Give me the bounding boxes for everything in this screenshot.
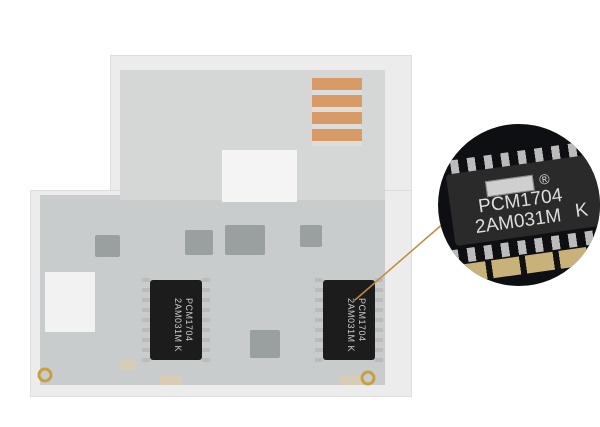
capacitor [160, 375, 182, 385]
component [185, 230, 213, 255]
connector-white [222, 150, 297, 202]
capacitor [340, 375, 362, 385]
registered-mark: ® [538, 170, 551, 188]
component [225, 225, 265, 255]
component [95, 235, 120, 257]
capacitor [120, 360, 136, 370]
component [300, 225, 322, 247]
pads-orange [312, 78, 362, 146]
chip-grade: K [573, 199, 590, 222]
component [250, 330, 280, 358]
magnified-inset: ® PCM1704 2AM031M K [438, 124, 600, 286]
connector-left [45, 272, 95, 332]
